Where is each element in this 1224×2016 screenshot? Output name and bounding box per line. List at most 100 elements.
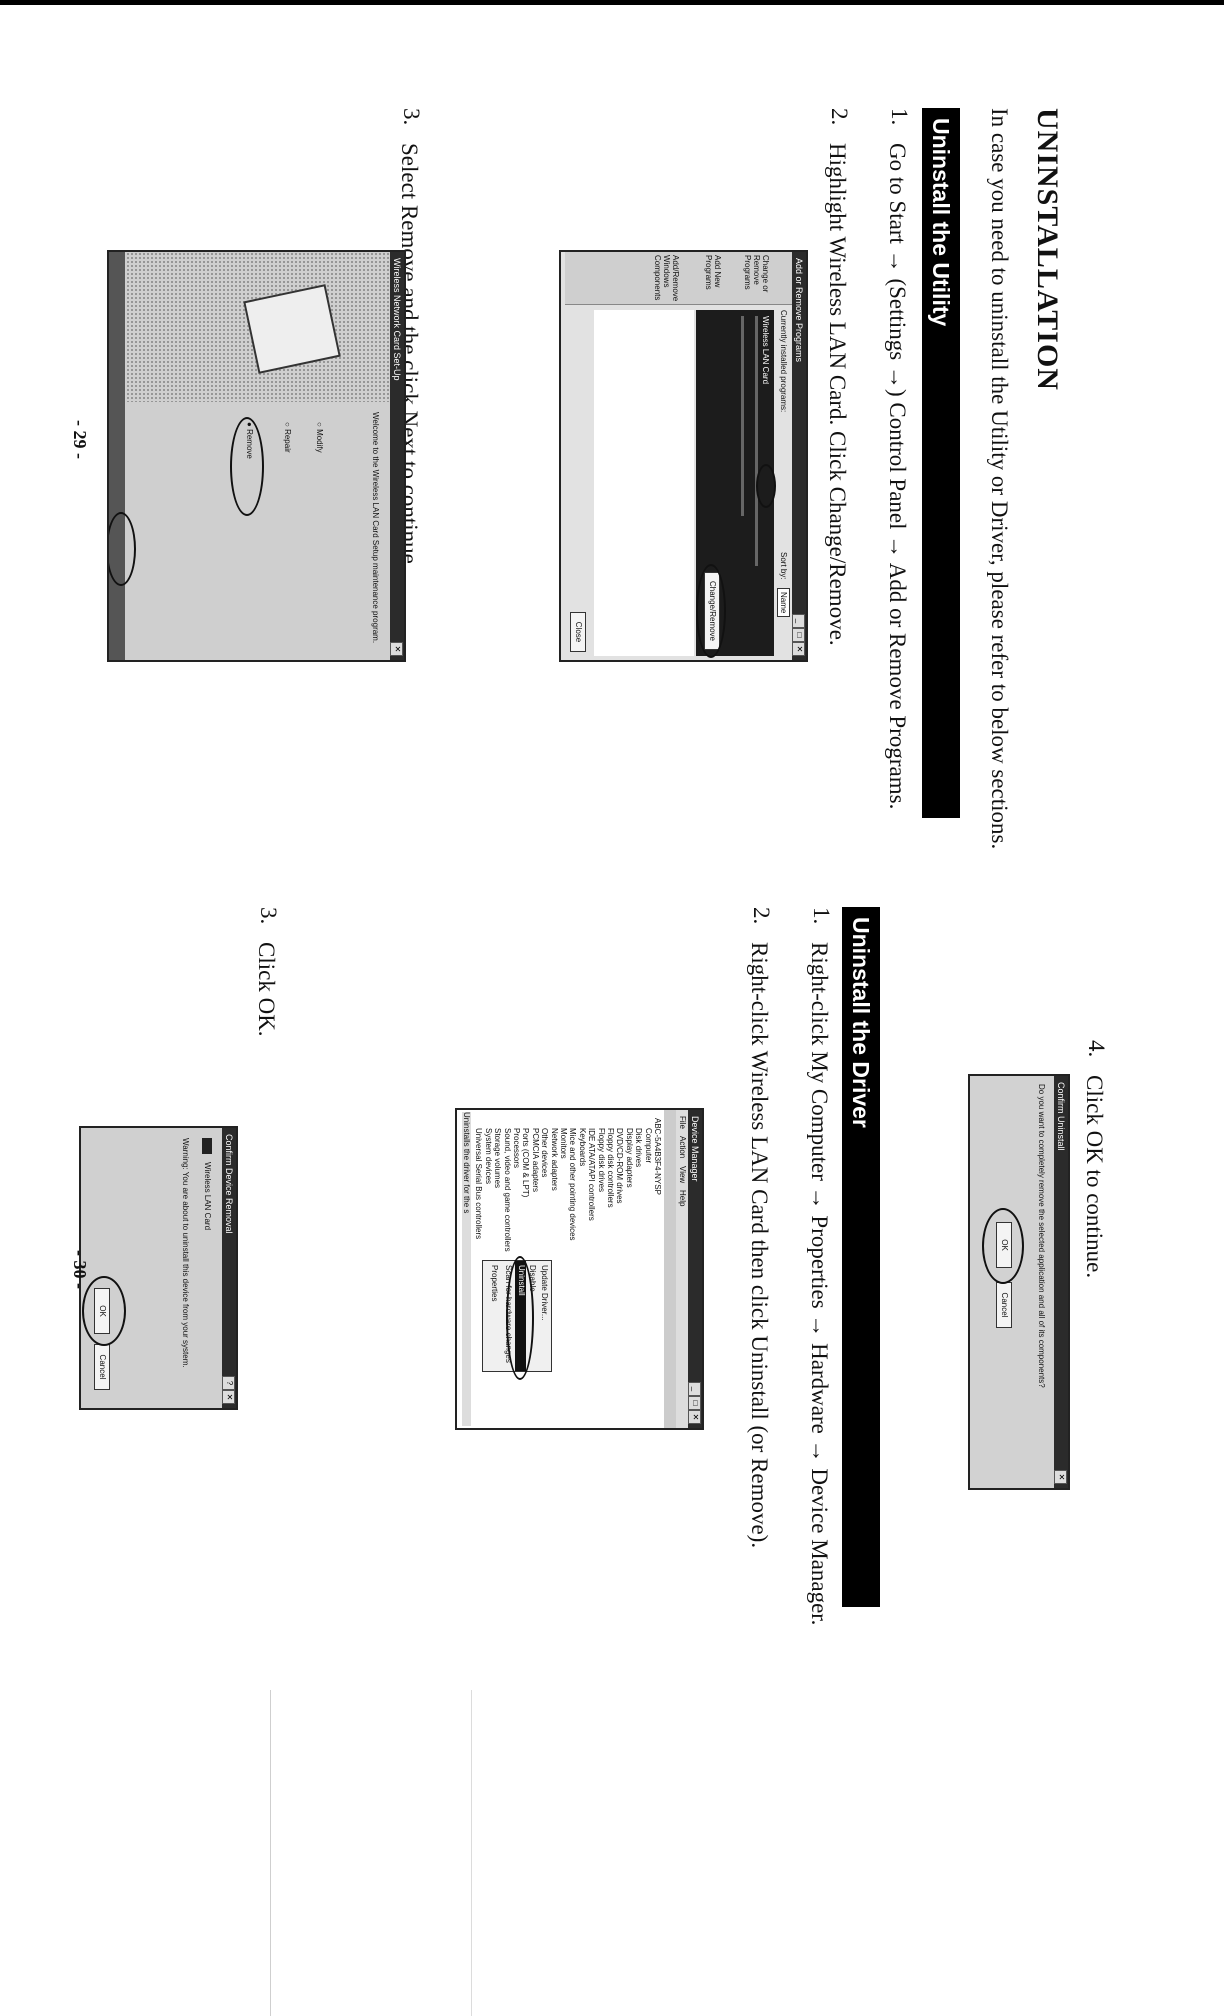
- window-title: Confirm Uninstall: [1056, 1082, 1066, 1151]
- minimize-icon: _: [792, 614, 805, 628]
- highlight-circle-remove: [230, 417, 264, 516]
- device-tree-item: Ports (COM & LPT): [521, 1128, 531, 1198]
- driver-step-2: 2. Right-click Wireless LAN Card then cl…: [744, 907, 774, 1707]
- program-name: Wireless LAN Card: [761, 316, 770, 385]
- top-border-line: [0, 0, 1224, 5]
- cancel-button: Cancel: [996, 1282, 1012, 1328]
- welcome-text: Welcome to the Wireless LAN Card Setup m…: [371, 412, 380, 644]
- help-icon: ?: [222, 1376, 235, 1390]
- step-number: 1.: [887, 108, 912, 126]
- program-list-area: [594, 310, 694, 656]
- program-info-line: [741, 316, 744, 516]
- setup-wizard-screenshot: Wireless Network Card Set-Up ✕ Welcome t…: [107, 250, 406, 662]
- device-tree-item: PCMCIA adapters: [530, 1128, 540, 1193]
- close-icon: ✕: [222, 1390, 235, 1404]
- driver-step-3: 3. Click OK.: [251, 907, 281, 1307]
- page-title: UNINSTALLATION: [1031, 108, 1064, 391]
- step-number: 3.: [399, 108, 424, 126]
- window-titlebar: Confirm Uninstall ✕: [1054, 1076, 1068, 1488]
- menu-update-driver: Update Driver...: [540, 1265, 549, 1321]
- installed-header: Currently installed programs:: [779, 310, 788, 413]
- device-name: Wireless LAN Card: [203, 1162, 212, 1231]
- device-tree-item: Mice and other pointing devices: [568, 1128, 578, 1241]
- scan-margin-lines: [270, 1690, 472, 2016]
- window-title: Confirm Device Removal: [224, 1134, 234, 1234]
- menu-bar: File Action View Help: [676, 1110, 688, 1428]
- toolbar: [664, 1110, 676, 1428]
- menu-file: File: [678, 1116, 687, 1129]
- page-number-30: - 30 -: [70, 1250, 90, 1289]
- option-repair: ○ Repair: [283, 422, 292, 453]
- step-text: Highlight Wireless LAN Card. Click Chang…: [825, 143, 850, 646]
- window-title: Wireless Network Card Set-Up: [392, 258, 402, 381]
- option-label: Repair: [283, 429, 292, 453]
- menu-properties: Properties: [490, 1265, 499, 1302]
- step-number: 3.: [256, 907, 281, 925]
- highlight-circle-ok: [982, 1208, 1024, 1284]
- device-tree-item: IDE ATA/ATAPI controllers: [587, 1128, 597, 1221]
- confirm-question: Do you want to completely remove the sel…: [1037, 1084, 1046, 1388]
- status-bar: Uninstalls the driver for the s: [462, 1112, 471, 1426]
- menu-action: Action: [678, 1136, 687, 1159]
- highlight-circle-program: [756, 464, 776, 508]
- device-tree-item: Floppy disk controllers: [606, 1128, 615, 1208]
- close-icon: ✕: [688, 1410, 701, 1424]
- driver-step-1: 1. Right-click My Computer → Properties …: [774, 907, 834, 1707]
- device-tree-item: Sound, video and game controllers: [502, 1128, 512, 1252]
- menu-help: Help: [678, 1190, 687, 1207]
- device-tree-item: ABC-5A4B3F4-NYSP: [653, 1118, 662, 1195]
- window-titlebar: Confirm Device Removal ? ✕: [222, 1128, 236, 1408]
- highlight-circle-next: [107, 512, 136, 586]
- option-modify: ○ Modify: [315, 422, 324, 453]
- step-number: 2.: [827, 108, 852, 126]
- confirm-uninstall-screenshot: Confirm Uninstall ✕ Do you want to compl…: [968, 1074, 1070, 1490]
- step-text: Right-click My Computer → Properties → H…: [807, 942, 832, 1626]
- intro-text: In case you need to uninstall the Utilit…: [987, 108, 1012, 850]
- minimize-icon: _: [688, 1382, 701, 1396]
- step-number: 4.: [1084, 1040, 1109, 1058]
- add-remove-programs-screenshot: Add or Remove Programs _ □ ✕ Change or R…: [559, 250, 808, 662]
- window-titlebar: Device Manager _ □ ✕: [688, 1110, 702, 1428]
- step-number: 2.: [749, 907, 774, 925]
- sidebar-add-new: Add New Programs: [704, 255, 722, 290]
- sort-select: Name: [777, 588, 790, 618]
- device-tree-item: Other devices: [540, 1128, 550, 1178]
- sidebar: Change or Remove Programs Add New Progra…: [565, 252, 792, 305]
- section-uninstall-utility: Uninstall the Utility: [922, 108, 960, 818]
- step-text: Click OK to continue.: [1082, 1075, 1107, 1279]
- step-number: 1.: [809, 907, 834, 925]
- window-titlebar: Wireless Network Card Set-Up ✕: [390, 252, 404, 660]
- device-manager-screenshot: Device Manager _ □ ✕ File Action View He…: [455, 1108, 704, 1430]
- utility-step-1: 1. Go to Start → (Settings →) Control Pa…: [852, 108, 912, 888]
- page-number-29: - 29 -: [70, 420, 90, 459]
- device-tree-item: Processors: [512, 1128, 521, 1169]
- close-icon: ✕: [390, 642, 403, 656]
- device-tree-item: System devices: [483, 1128, 493, 1185]
- utility-step-2: 2. Highlight Wireless LAN Card. Click Ch…: [822, 108, 852, 888]
- device-tree-item: Floppy disk drives: [596, 1128, 606, 1193]
- removal-warning: Warning: You are about to uninstall this…: [181, 1138, 190, 1368]
- device-tree-item: Universal Serial Bus controllers: [474, 1128, 484, 1240]
- device-tree-item: Disk drives: [634, 1128, 644, 1168]
- step-text: Click OK.: [254, 942, 279, 1037]
- menu-view: View: [678, 1166, 687, 1184]
- device-tree-item: Network adapters: [549, 1128, 559, 1191]
- highlight-circle-uninstall: [506, 1256, 534, 1380]
- close-icon: ✕: [1054, 1470, 1067, 1484]
- wizard-button-bar: [109, 252, 125, 660]
- device-tree-item: Display adapters: [624, 1128, 634, 1188]
- window-titlebar: Add or Remove Programs _ □ ✕: [792, 252, 806, 660]
- window-title: Add or Remove Programs: [794, 258, 804, 363]
- maximize-icon: □: [792, 628, 805, 642]
- window-title: Device Manager: [690, 1116, 700, 1182]
- maximize-icon: □: [688, 1396, 701, 1410]
- sort-label: Sort by:: [779, 552, 788, 580]
- sidebar-windows-components: Add/Remove Windows Components: [653, 255, 680, 302]
- close-icon: ✕: [792, 642, 805, 656]
- device-tree-item: Monitors: [559, 1128, 568, 1159]
- network-card-icon: [202, 1138, 212, 1154]
- confirm-removal-screenshot: Confirm Device Removal ? ✕ Wireless LAN …: [79, 1126, 238, 1410]
- highlight-circle-change-remove: [696, 564, 726, 658]
- device-tree-item: DVD/CD-ROM drives: [615, 1128, 625, 1204]
